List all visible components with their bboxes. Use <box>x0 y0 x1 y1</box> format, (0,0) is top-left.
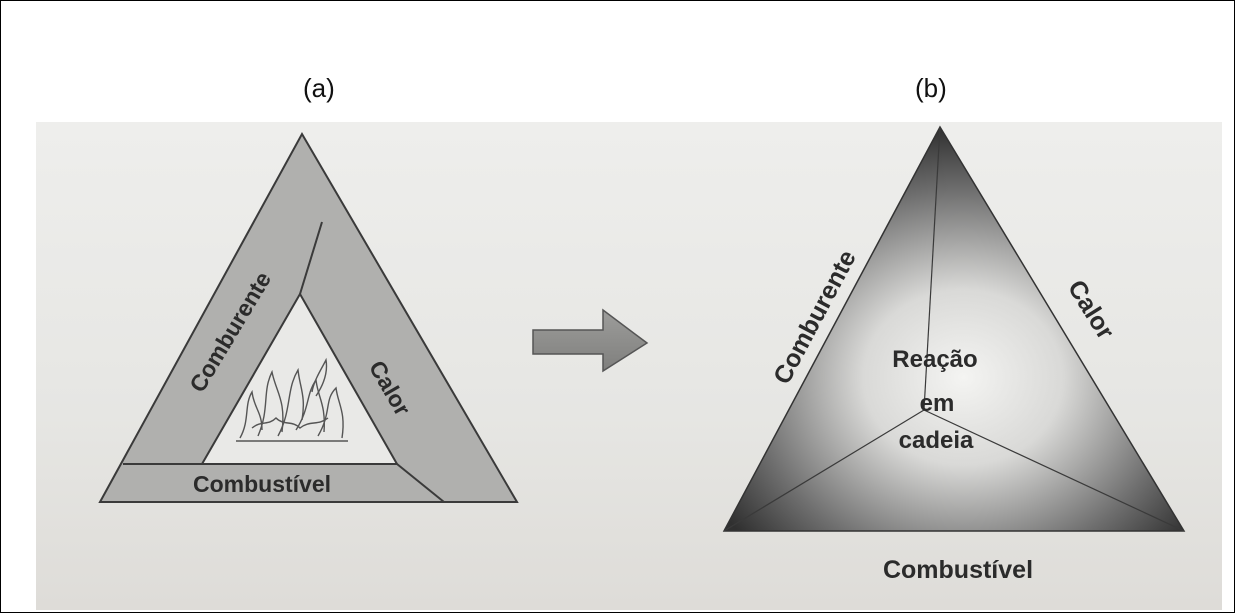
right-arrow-icon <box>532 308 649 373</box>
fire-tetrahedron-b: Comburente Calor Combustível Reação em c… <box>722 125 1186 584</box>
triangle-b-right-label: Calor <box>1062 275 1120 344</box>
triangle-b-center-line2: em <box>920 390 955 417</box>
triangle-b-body <box>722 125 1186 532</box>
triangle-b-center-line3: cadeia <box>899 427 974 454</box>
triangle-b-bottom-label: Combustível <box>883 556 1033 584</box>
tetra-edge-right <box>923 409 1185 532</box>
triangle-b-center-line1: Reação <box>892 346 977 373</box>
caption-a: (a) <box>303 73 335 103</box>
flame-icon <box>236 357 348 442</box>
tetra-edge-left <box>723 409 925 532</box>
band-divider-top <box>299 221 323 295</box>
caption-b: (b) <box>915 73 947 103</box>
triangle-a-bottom-label: Combustível <box>193 471 331 497</box>
band-divider-bottom-right <box>396 463 445 503</box>
tetra-edge-top <box>923 126 941 411</box>
fire-triangle-a: Comburente Calor Combustível <box>98 131 519 503</box>
